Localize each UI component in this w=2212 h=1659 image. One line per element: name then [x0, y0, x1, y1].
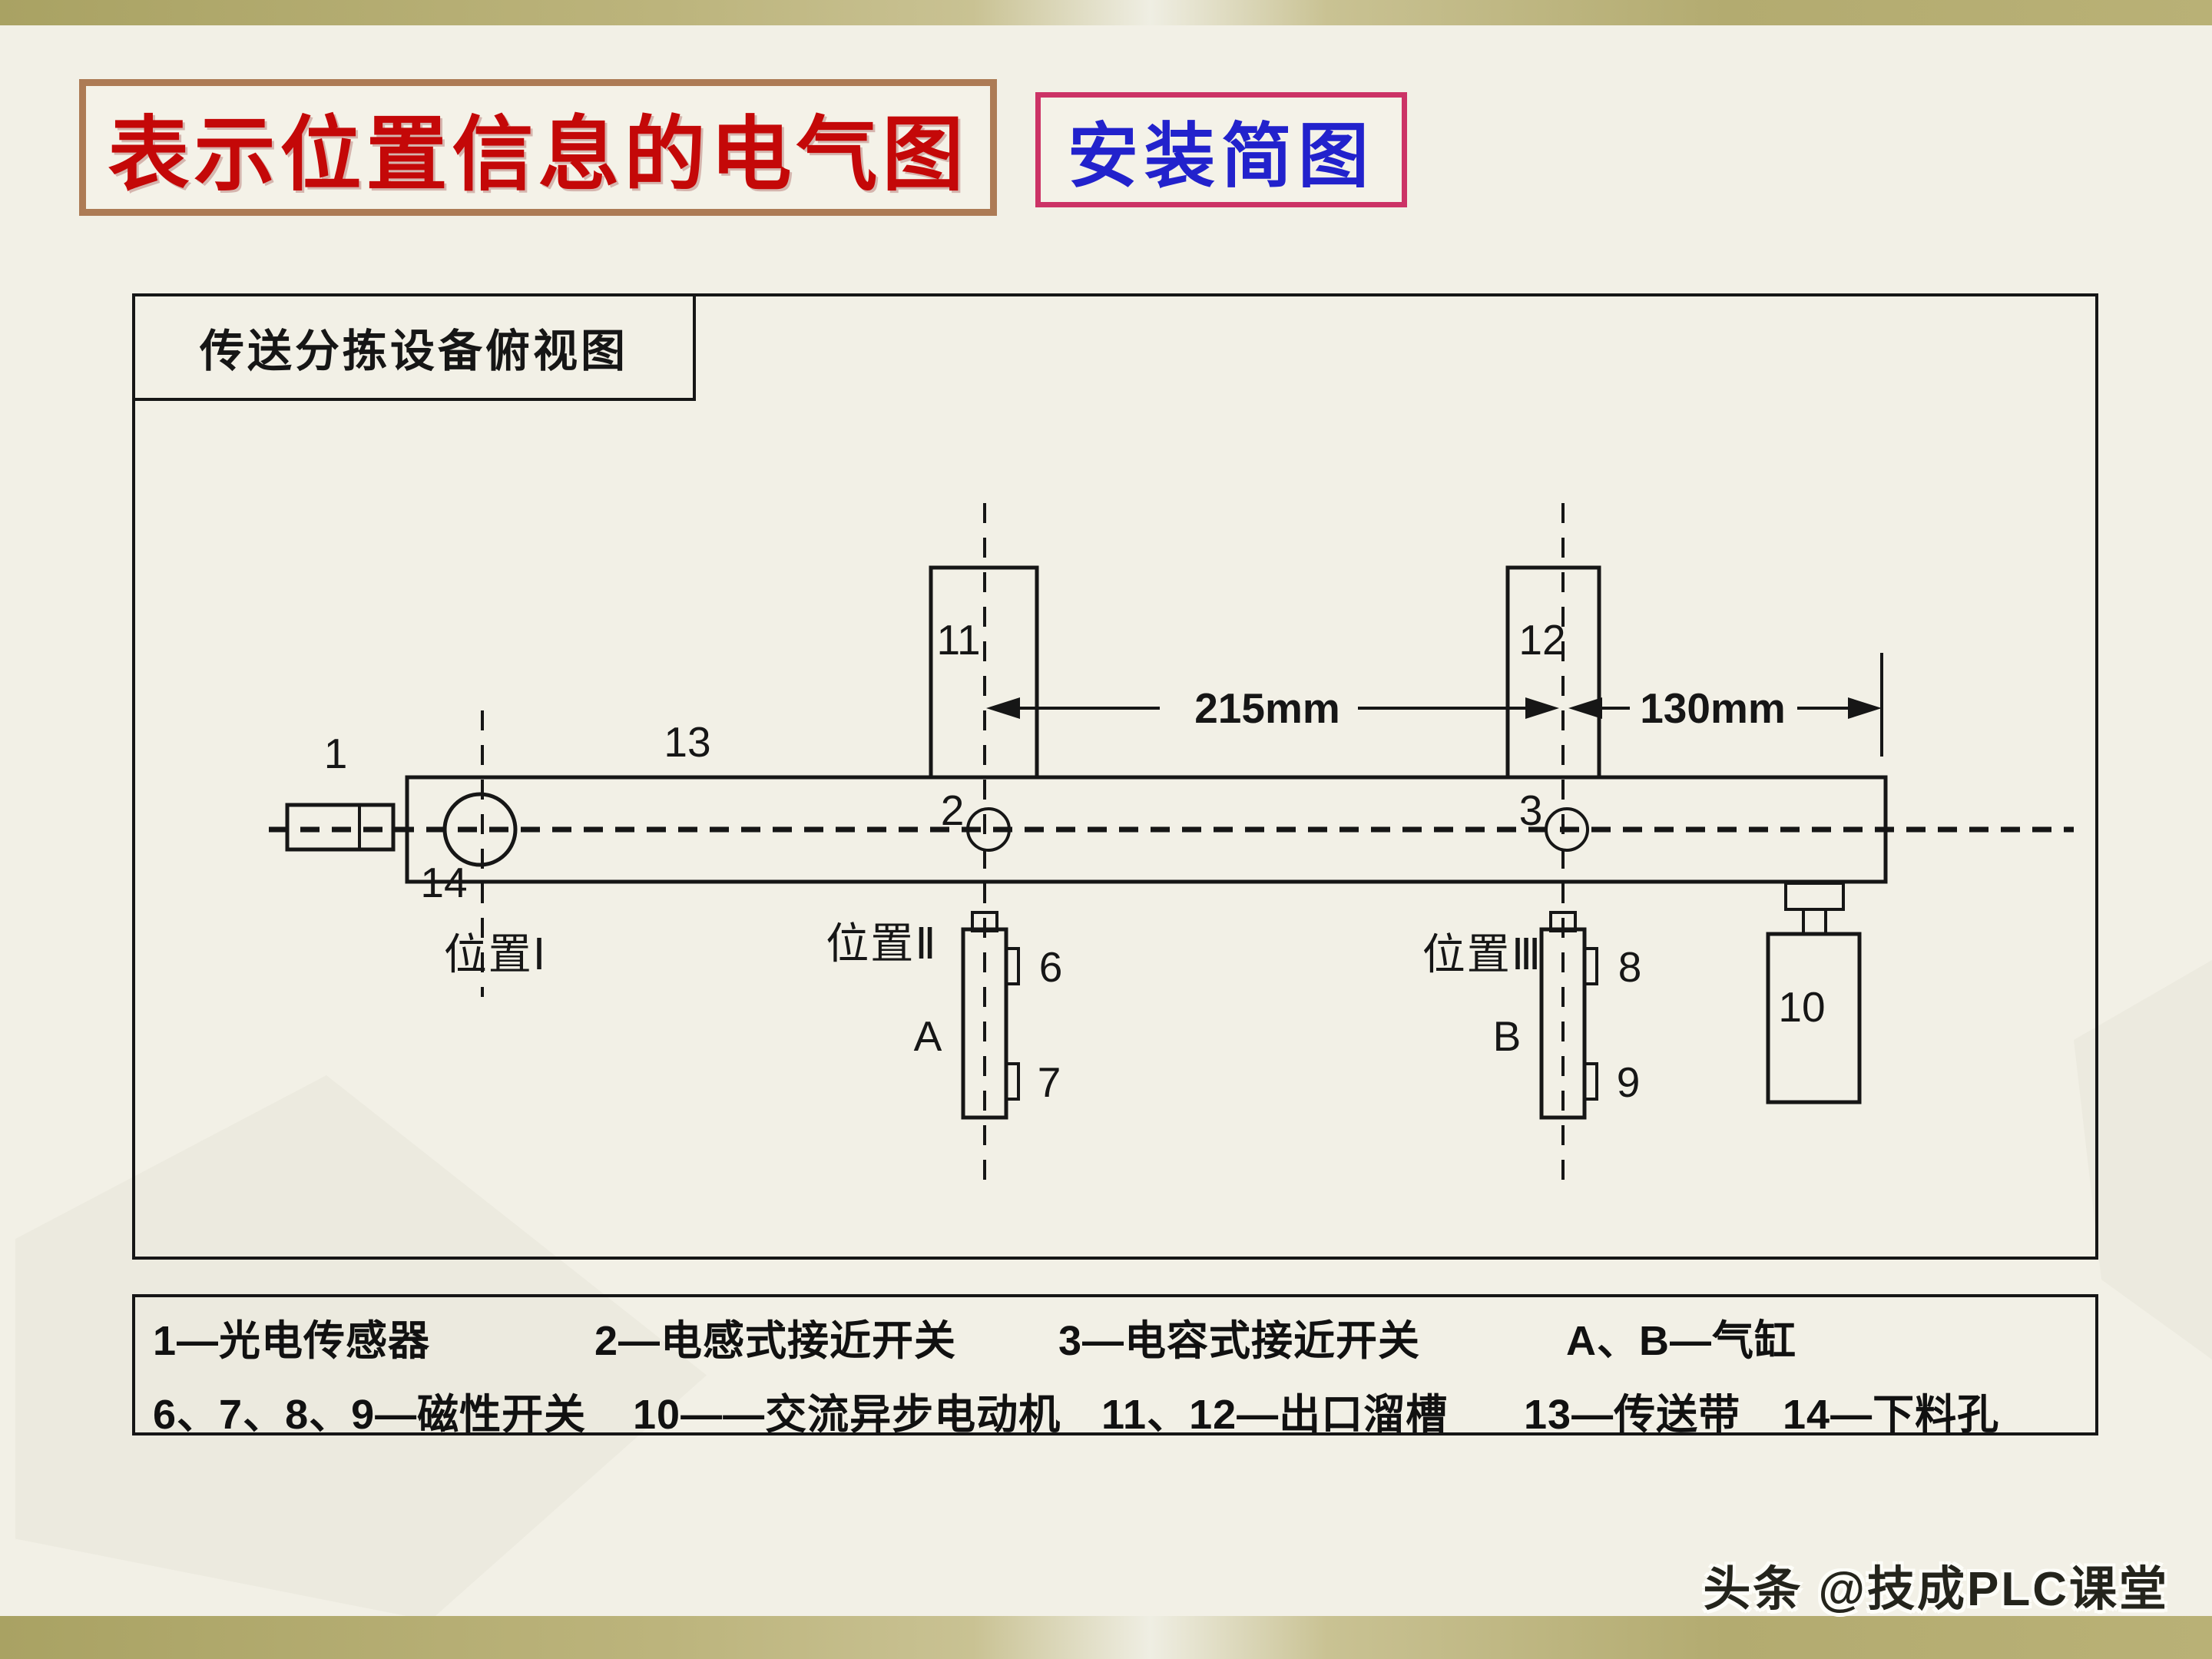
magnetic-switch-6 [1005, 947, 1020, 985]
label-6: 6 [1039, 943, 1063, 991]
cylinder-b-body [1539, 927, 1587, 1120]
label-2: 2 [941, 786, 965, 834]
label-7: 7 [1038, 1058, 1061, 1106]
legend-item: A、B—气缸 [1566, 1318, 1796, 1364]
label-position2: 位置Ⅱ [826, 919, 938, 968]
legend-item: 1—光电传感器 [153, 1318, 431, 1364]
legend-item: 13—传送带 [1524, 1392, 1741, 1438]
capacitive-proximity-switch [1545, 807, 1589, 852]
label-3: 3 [1519, 786, 1543, 834]
dim215-value: 215mm [1194, 684, 1340, 732]
top-decorative-bar [0, 0, 2212, 25]
bottom-decorative-bar [0, 1616, 2212, 1659]
slide-title: 表示位置信息的电气图 [108, 110, 969, 200]
exit-chute-11 [929, 565, 1039, 780]
motor-flange [1784, 882, 1845, 911]
dim130-value: 130mm [1640, 684, 1786, 732]
diagram-title-box: 传送分拣设备俯视图 [132, 293, 696, 401]
dim130-left-arrowhead [1568, 697, 1602, 719]
legend-row-2: 6、7、8、9—磁性开关 10——交流异步电动机 11、12—出口溜槽 13—传… [135, 1380, 2095, 1438]
label-13: 13 [664, 718, 710, 766]
motor-body [1766, 932, 1862, 1104]
photoelectric-sensor [285, 803, 396, 852]
slide-title-box: 表示位置信息的电气图 [79, 79, 997, 216]
label-position1: 位置Ⅰ [444, 930, 548, 979]
exit-chute-12 [1505, 565, 1601, 780]
legend-box: 1—光电传感器 2—电感式接近开关 3—电容式接近开关 A、B—气缸 6、7、8… [132, 1294, 2098, 1438]
conveyor-top-view-drawing: 1 13 11 12 2 3 14 215mm 130mm 位置Ⅰ 位置Ⅱ 位置… [269, 503, 2074, 1189]
label-11: 11 [936, 616, 980, 664]
label-b: B [1493, 1012, 1522, 1060]
installation-diagram: 传送分拣设备俯视图 [132, 293, 2098, 1260]
cylinder-a-body [961, 927, 1008, 1120]
slide-subtitle-box: 安装简图 [1035, 92, 1407, 207]
motor-stem [1802, 908, 1827, 935]
legend-row-1: 1—光电传感器 2—电感式接近开关 3—电容式接近开关 A、B—气缸 [135, 1306, 2095, 1364]
watermark: 头条 @技成PLC课堂 [1703, 1563, 2169, 1616]
magnetic-switch-9 [1583, 1062, 1598, 1101]
legend-item: 2—电感式接近开关 [594, 1318, 957, 1364]
legend-item: 10——交流异步电动机 [633, 1392, 1061, 1438]
dim215-left-arrowhead [986, 697, 1020, 719]
inductive-proximity-switch [966, 807, 1011, 852]
magnetic-switch-7 [1005, 1062, 1020, 1101]
diagram-title: 传送分拣设备俯视图 [199, 326, 628, 376]
dim215-right-arrowhead [1525, 697, 1559, 719]
label-8: 8 [1618, 943, 1642, 991]
label-12: 12 [1518, 616, 1565, 664]
label-10: 10 [1778, 983, 1825, 1031]
label-1: 1 [324, 730, 348, 777]
legend-item: 6、7、8、9—磁性开关 [153, 1392, 587, 1438]
dim130-right-arrowhead [1848, 697, 1882, 719]
legend-item: 3—电容式接近开关 [1058, 1318, 1421, 1364]
label-9: 9 [1617, 1058, 1641, 1106]
label-position3: 位置Ⅲ [1422, 930, 1543, 979]
legend-item: 14—下料孔 [1783, 1392, 2000, 1438]
slide-subtitle: 安装简图 [1067, 117, 1375, 196]
conveyor-belt [405, 775, 1888, 884]
magnetic-switch-8 [1583, 947, 1598, 985]
legend-item: 11、12—出口溜槽 [1101, 1392, 1449, 1438]
feed-hole [442, 792, 518, 867]
label-14: 14 [420, 859, 467, 906]
label-a: A [914, 1012, 942, 1060]
